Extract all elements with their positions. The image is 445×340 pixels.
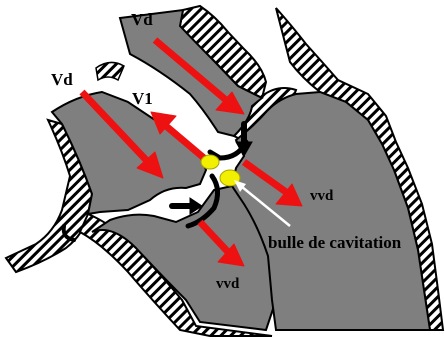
label-vvd-bottom: vvd	[216, 276, 240, 292]
bubble-upper	[201, 155, 219, 169]
top-left-scallop	[96, 62, 124, 80]
label-v1: V1	[132, 89, 153, 108]
label-vd-top: Vd	[131, 10, 153, 29]
label-vd-left: Vd	[51, 70, 73, 89]
label-bulle-de-cavitation: bulle de cavitation	[268, 233, 402, 252]
label-vvd-right: vvd	[310, 188, 334, 204]
